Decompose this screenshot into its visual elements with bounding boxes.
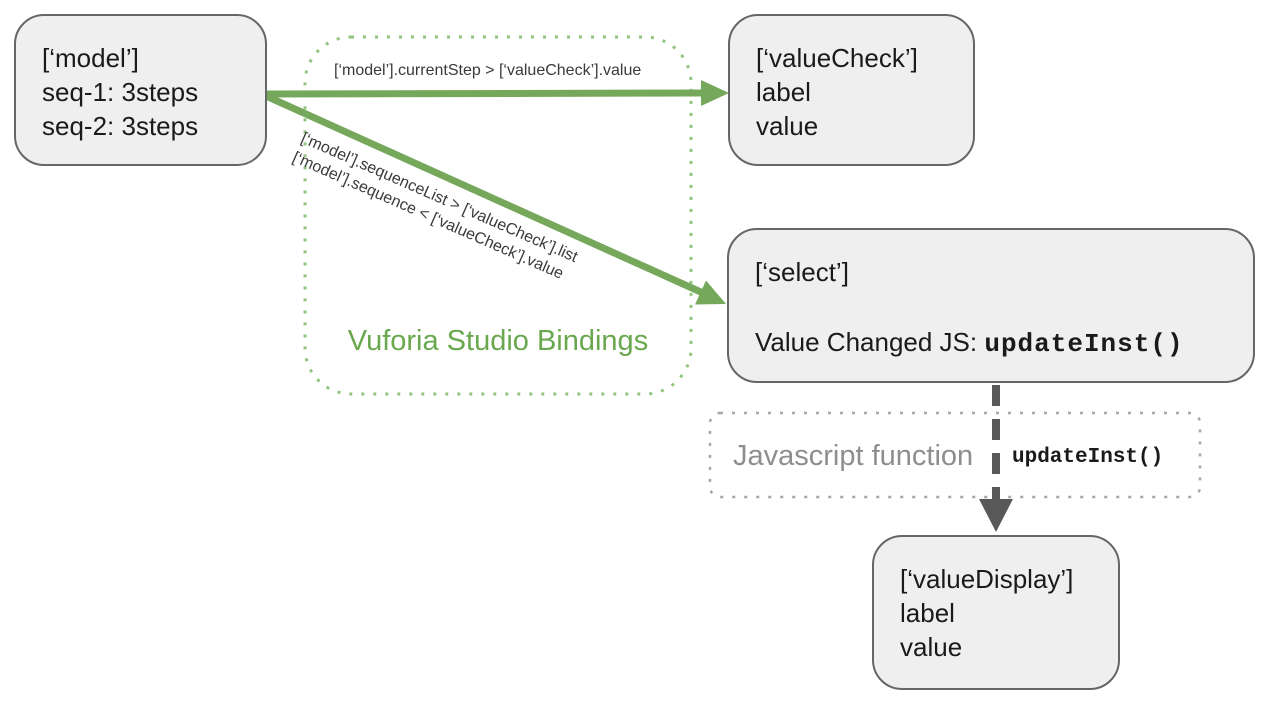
binding-arrow-currentstep bbox=[265, 89, 705, 98]
binding-arrow-sequence-head bbox=[695, 280, 726, 305]
node-valuedisplay: [‘valueDisplay’] label value bbox=[872, 535, 1120, 690]
node-valuedisplay-line: label bbox=[900, 598, 955, 628]
binding-arrow-currentstep-head bbox=[701, 80, 729, 106]
node-valuecheck-line: label bbox=[756, 77, 811, 107]
node-valuecheck-title: [‘valueCheck’] bbox=[756, 43, 918, 73]
node-select-event-label: Value Changed JS: bbox=[755, 327, 985, 357]
node-valuecheck-line: value bbox=[756, 111, 819, 141]
node-model-line: seq-1: 3steps bbox=[42, 77, 199, 107]
node-valuedisplay-title: [‘valueDisplay’] bbox=[900, 564, 1074, 594]
node-model-title: [‘model’] bbox=[42, 43, 139, 73]
node-valuecheck: [‘valueCheck’] label value bbox=[728, 14, 975, 166]
binding-label-sequence-line2: [‘model’].sequence < [‘valueCheck’].valu… bbox=[289, 149, 566, 283]
node-select-event-code: updateInst() bbox=[984, 329, 1184, 359]
node-select-title: [‘select’] bbox=[755, 257, 849, 287]
node-select-event-line: Value Changed JS: updateInst() bbox=[755, 325, 1233, 361]
binding-arrow-sequence bbox=[264, 92, 705, 297]
binding-label-sequence-line1: [‘model’].sequenceList > [‘valueCheck’].… bbox=[298, 129, 581, 267]
node-model: [‘model’] seq-1: 3steps seq-2: 3steps bbox=[14, 14, 267, 166]
js-call-arrow-head bbox=[979, 499, 1013, 532]
js-function-group-label: Javascript function bbox=[733, 440, 974, 472]
bindings-group-title: Vuforia Studio Bindings bbox=[347, 325, 649, 357]
node-valuedisplay-line: value bbox=[900, 632, 963, 662]
binding-label-sequence: [‘model’].sequenceList > [‘valueCheck’].… bbox=[289, 128, 581, 287]
js-function-code: updateInst() bbox=[1012, 446, 1164, 469]
node-select: [‘select’] Value Changed JS: updateInst(… bbox=[727, 228, 1255, 383]
node-model-line: seq-2: 3steps bbox=[42, 111, 199, 141]
binding-label-currentstep: [‘model’].currentStep > [‘valueCheck’].v… bbox=[334, 62, 642, 79]
